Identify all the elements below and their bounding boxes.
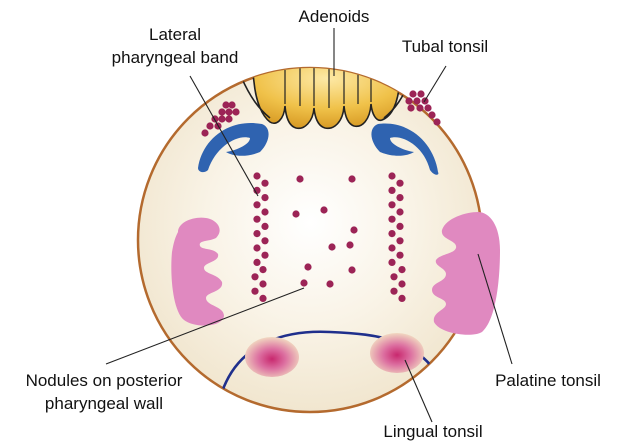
label-tubal-tonsil: Tubal tonsil [402, 37, 488, 56]
tubal-tonsil-nodule [225, 108, 232, 115]
tubal-tonsil-nodule [232, 108, 239, 115]
lateral-band-nodule [396, 223, 403, 230]
lateral-band-nodule [259, 295, 266, 302]
lateral-band-nodule [253, 216, 260, 223]
lateral-band-nodule [390, 273, 397, 280]
tubal-tonsil-nodule [428, 111, 435, 118]
tubal-tonsil-nodule [218, 108, 225, 115]
lateral-band-nodule [259, 266, 266, 273]
lateral-band-nodule [253, 172, 260, 179]
lateral-band-nodule [388, 259, 395, 266]
lateral-band-nodule [390, 288, 397, 295]
posterior-wall-nodule [346, 241, 353, 248]
posterior-wall-nodule [328, 243, 335, 250]
lateral-band-nodule [388, 244, 395, 251]
lingual-tonsil-left [245, 337, 299, 377]
tubal-tonsil-nodule [225, 115, 232, 122]
posterior-wall-nodule [292, 210, 299, 217]
label-nodules-line2: pharyngeal wall [45, 394, 163, 413]
lateral-band-nodule [261, 208, 268, 215]
lateral-band-nodule [388, 201, 395, 208]
label-nodules-line1: Nodules on posterior [26, 371, 183, 390]
posterior-wall-nodule [296, 175, 303, 182]
leader-tubal-tonsil [424, 66, 446, 102]
lateral-band-nodule [251, 273, 258, 280]
posterior-wall-nodule [300, 279, 307, 286]
lateral-band-nodule [396, 194, 403, 201]
label-palatine-tonsil: Palatine tonsil [495, 371, 601, 390]
tubal-tonsil-nodule [201, 129, 208, 136]
posterior-wall-nodule [348, 175, 355, 182]
posterior-wall-nodule [350, 226, 357, 233]
label-lingual-tonsil: Lingual tonsil [383, 422, 482, 441]
lateral-band-nodule [261, 180, 268, 187]
tubal-tonsil-nodule [413, 97, 420, 104]
tubal-tonsil-nodule [417, 90, 424, 97]
lingual-tonsil-right [370, 333, 424, 373]
label-lateral-band-line2: pharyngeal band [112, 48, 239, 67]
lateral-band-nodule [388, 216, 395, 223]
lateral-band-nodule [388, 187, 395, 194]
tubal-tonsil-nodule [433, 118, 440, 125]
tubal-tonsil-nodule [407, 104, 414, 111]
lateral-band-nodule [253, 201, 260, 208]
lateral-band-nodule [396, 237, 403, 244]
lateral-band-nodule [398, 280, 405, 287]
lateral-band-nodule [396, 180, 403, 187]
label-adenoids: Adenoids [299, 7, 370, 26]
posterior-wall-nodule [304, 263, 311, 270]
lateral-band-nodule [259, 280, 266, 287]
lateral-band-nodule [261, 194, 268, 201]
lateral-band-nodule [261, 252, 268, 259]
tubal-tonsil-nodule [416, 104, 423, 111]
lateral-band-nodule [261, 223, 268, 230]
lateral-band-nodule [396, 252, 403, 259]
lateral-band-nodule [398, 295, 405, 302]
tubal-tonsil-nodule [228, 101, 235, 108]
lateral-band-nodule [253, 259, 260, 266]
posterior-wall-nodule [320, 206, 327, 213]
lateral-band-nodule [253, 244, 260, 251]
lateral-band-nodule [396, 208, 403, 215]
tubal-tonsil-nodule [218, 115, 225, 122]
lateral-band-nodule [253, 230, 260, 237]
lateral-band-nodule [388, 172, 395, 179]
posterior-wall-nodule [326, 280, 333, 287]
lateral-band-nodule [398, 266, 405, 273]
tubal-tonsil-nodule [206, 122, 213, 129]
tubal-tonsil-nodule [405, 97, 412, 104]
lateral-band-nodule [261, 237, 268, 244]
tubal-tonsil-nodule [424, 104, 431, 111]
lateral-band-nodule [251, 288, 258, 295]
lateral-band-nodule [388, 230, 395, 237]
tubal-tonsil-nodule [409, 90, 416, 97]
posterior-wall-nodule [348, 266, 355, 273]
label-lateral-band-line1: Lateral [149, 25, 201, 44]
